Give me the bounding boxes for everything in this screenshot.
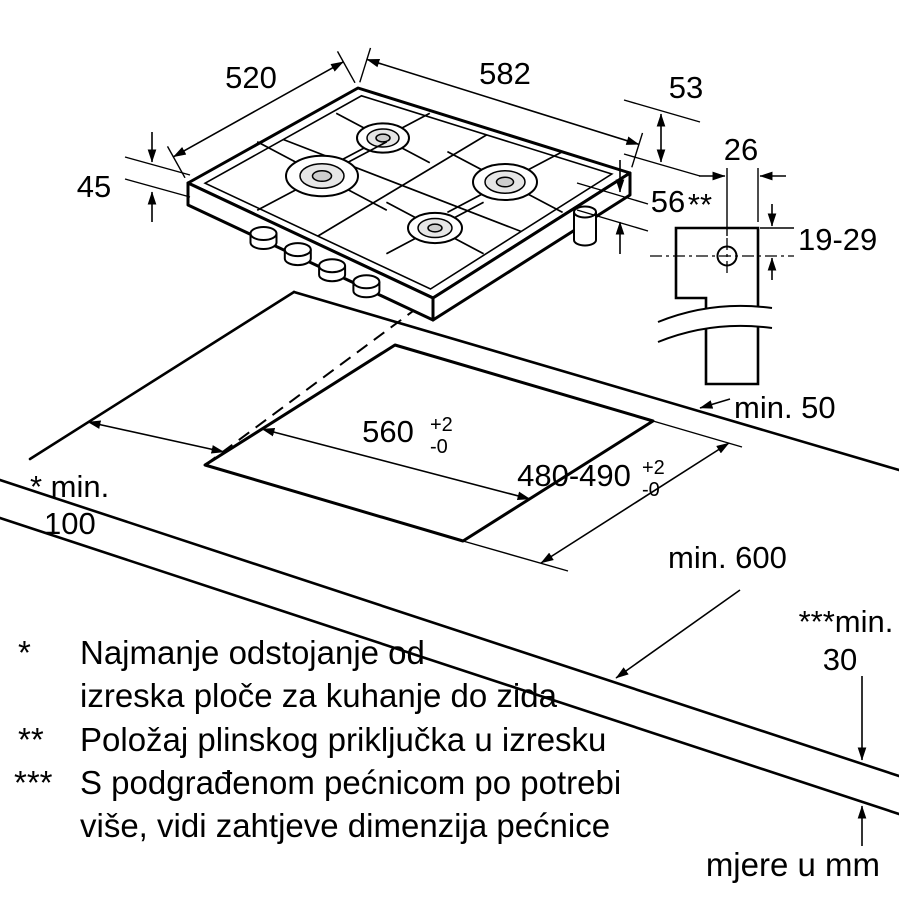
dim-line	[615, 589, 741, 679]
dim-rear-clearance: min. 50	[699, 390, 836, 425]
footnote-marker: **	[18, 721, 44, 758]
stub-body	[573, 212, 597, 247]
dim-left-clearance: * min. 100	[30, 420, 225, 541]
burner-left	[256, 141, 388, 211]
worktop-depth-label: min. 600	[668, 540, 787, 575]
dim-worktop-depth: min. 600	[615, 540, 787, 679]
cutout-depth-tol-plus: +2	[642, 457, 665, 479]
extension-line	[631, 132, 644, 168]
dim-53-label: 53	[669, 70, 703, 105]
footnote-text: više, vidi zahtjeve dimenzija pećnice	[80, 807, 610, 844]
dim-line	[366, 58, 640, 146]
rear-clearance-label: min. 50	[734, 390, 836, 425]
break-line	[657, 324, 773, 343]
break-line	[657, 304, 773, 323]
hob	[186, 86, 632, 322]
units-note: mjere u mm	[706, 846, 880, 883]
hob-height-label: 45	[77, 169, 111, 204]
control-knobs	[249, 226, 381, 299]
break-band	[658, 305, 772, 342]
dim-53: 53	[623, 70, 703, 177]
front-clearance-label-2: 30	[823, 642, 857, 677]
burner-cap	[427, 223, 443, 233]
extension-line	[359, 47, 372, 83]
extension-line	[576, 209, 649, 232]
extension-line	[623, 99, 701, 123]
burner-cap	[311, 169, 333, 183]
dim-hob-height: 45	[77, 132, 191, 222]
footnote-text: Najmanje odstojanje od	[80, 634, 425, 671]
left-clearance-label-2: 100	[44, 506, 96, 541]
dim-56-label: 56	[651, 184, 685, 219]
dim-cutout-width: 560 +2 -0	[261, 414, 531, 501]
knob-top	[318, 258, 347, 274]
burner-cap	[375, 133, 391, 143]
footnotes: * Najmanje odstojanje od izreska ploče z…	[14, 634, 880, 883]
extension-line	[124, 178, 191, 198]
drop-in-projection-line	[204, 299, 429, 466]
knob-top	[283, 242, 312, 258]
extension-line	[336, 51, 356, 84]
footnote-text: izreska ploče za kuhanje do zida	[80, 677, 558, 714]
dim-56: 56	[576, 160, 685, 254]
extension-line	[576, 182, 649, 205]
worktop-left-end-edge	[28, 290, 296, 461]
burner-right	[447, 150, 563, 214]
worktop-rear-edge	[292, 290, 899, 472]
worktop-cutout	[203, 343, 655, 543]
hob-depth-label: 520	[225, 60, 277, 95]
dim-line	[261, 427, 531, 501]
dim-hob-width: 582	[359, 47, 644, 168]
dim-front-clearance: ***min. 30	[799, 604, 894, 846]
footnote-marker: *	[18, 634, 31, 671]
front-clearance-label-1: ***min.	[799, 604, 894, 639]
extension-line	[652, 420, 743, 448]
dim-line	[540, 442, 730, 564]
hob-width-label: 582	[479, 56, 531, 91]
extension-line	[124, 156, 191, 176]
extension-line	[462, 540, 569, 572]
gas-connection-detail: ** 26 19-29	[650, 132, 877, 386]
detail-range-label: 19-29	[798, 222, 877, 257]
dim-line	[87, 420, 225, 454]
burner-cap	[495, 176, 515, 188]
cutout-depth-tol-minus: -0	[642, 479, 660, 501]
knob-top	[249, 226, 278, 241]
footnote-text: Položaj plinskog priključka u izresku	[80, 721, 606, 758]
cutout-depth-label: 480-490	[517, 458, 631, 493]
dim-hob-depth: 520	[166, 51, 356, 179]
gas-position-marker: **	[688, 187, 712, 222]
footnote-marker: ***	[14, 764, 53, 801]
dim-line	[699, 398, 731, 409]
hob-top-surface	[186, 86, 632, 300]
worktop-front-bottom-edge	[0, 516, 899, 816]
knob-top	[352, 274, 381, 290]
detail-offset-label: 26	[724, 132, 758, 167]
dim-cutout-depth: 480-490 +2 -0	[462, 420, 743, 572]
cabinet-profile	[674, 226, 760, 386]
cutout-width-tol-plus: +2	[430, 414, 453, 436]
cutout-width-label: 560	[362, 414, 414, 449]
cutout-width-tol-minus: -0	[430, 436, 448, 458]
left-clearance-label-1: * min.	[30, 469, 109, 504]
dim-line	[172, 61, 344, 158]
footnote-text: S podgrađenom pećnicom po potrebi	[80, 764, 621, 801]
extension-line	[623, 153, 701, 177]
burner-front	[386, 201, 484, 255]
worktop-front-top-edge	[0, 478, 899, 778]
